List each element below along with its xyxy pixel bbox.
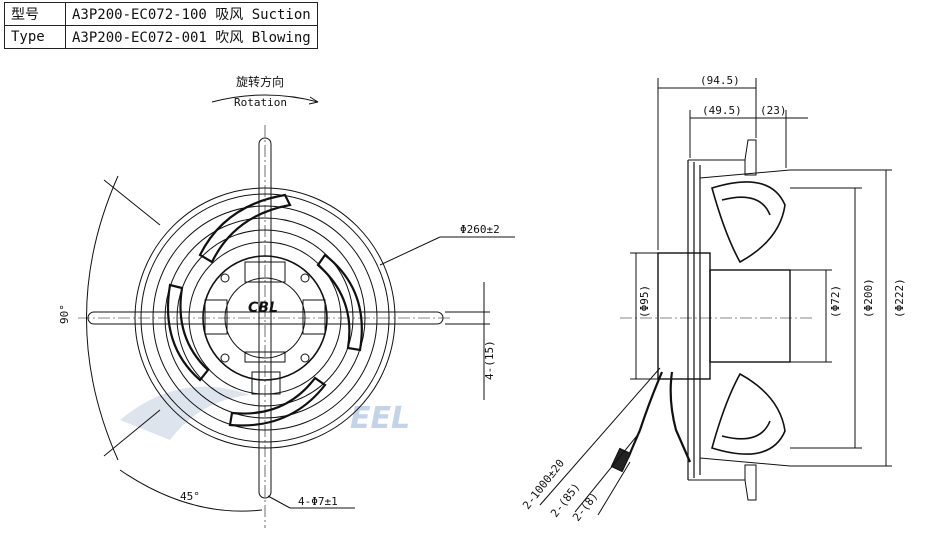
spec-table: 型号 A3P200-EC072-100 吸风 Suction Type A3P2… (4, 2, 318, 49)
vent-grid (302, 299, 326, 335)
mount-bracket (688, 139, 757, 176)
impeller-blades (711, 181, 786, 455)
spec-row-model: 型号 A3P200-EC072-100 吸风 Suction (4, 2, 318, 26)
spec-value: A3P200-EC072-001 吹风 Blowing (65, 25, 318, 49)
angle-45-arc (119, 469, 263, 512)
diameter-label: Φ260±2 (460, 223, 500, 236)
cable-gland (251, 371, 281, 395)
motor-hub (657, 252, 711, 380)
angle-45-label: 45° (180, 490, 200, 503)
side-view: (94.5) (49.5) (23) (Φ95) (Φ72) (Φ200) (Φ… (520, 74, 906, 524)
mount-holes-label: 4-Φ7±1 (298, 495, 338, 508)
slot-width-label: 4-(15) (483, 340, 496, 380)
dia-outer-label: (Φ222) (893, 278, 906, 318)
cable (669, 371, 692, 463)
leader (103, 179, 161, 226)
cable-strip (610, 447, 632, 473)
spec-label: Type (4, 25, 66, 49)
dia-impeller-label: (Φ200) (862, 278, 875, 318)
dia-motor-label: (Φ72) (829, 285, 842, 318)
dia-hub-label: (Φ95) (638, 285, 651, 318)
vent-grid (204, 299, 228, 335)
impeller-shroud (699, 169, 791, 467)
angle-90-arc (86, 175, 119, 461)
screw-hole (300, 353, 310, 363)
spec-value: A3P200-EC072-100 吸风 Suction (65, 2, 318, 26)
screw-hole (220, 353, 230, 363)
cable (626, 371, 664, 459)
front-view: EEL CBL (58, 74, 515, 528)
dim-line (574, 431, 641, 513)
screw-hole (300, 273, 310, 283)
guard-rim (687, 160, 701, 480)
screw-hole (220, 273, 230, 283)
fan-blades (166, 193, 363, 427)
mount-bracket (688, 464, 757, 501)
watermark-text: EEL (350, 401, 410, 436)
motor-body (709, 269, 791, 363)
rotation-label-en: Rotation (234, 96, 287, 109)
dim-line (597, 461, 631, 516)
angle-90-label: 90° (58, 304, 71, 324)
arrow-head (308, 96, 319, 105)
leader (103, 409, 161, 457)
depth-b-label: (23) (760, 104, 787, 117)
overall-depth-label: (94.5) (700, 74, 740, 87)
hub-logo: CBL (248, 300, 278, 316)
depth-a-label: (49.5) (702, 104, 742, 117)
rotation-arrow (211, 94, 319, 103)
spec-row-type: Type A3P200-EC072-001 吹风 Blowing (4, 25, 318, 49)
rotation-label-cn: 旋转方向 (236, 74, 284, 89)
diameter-leader (379, 236, 441, 266)
spec-label: 型号 (4, 2, 66, 26)
dim-line (539, 367, 661, 506)
leader (267, 495, 291, 509)
